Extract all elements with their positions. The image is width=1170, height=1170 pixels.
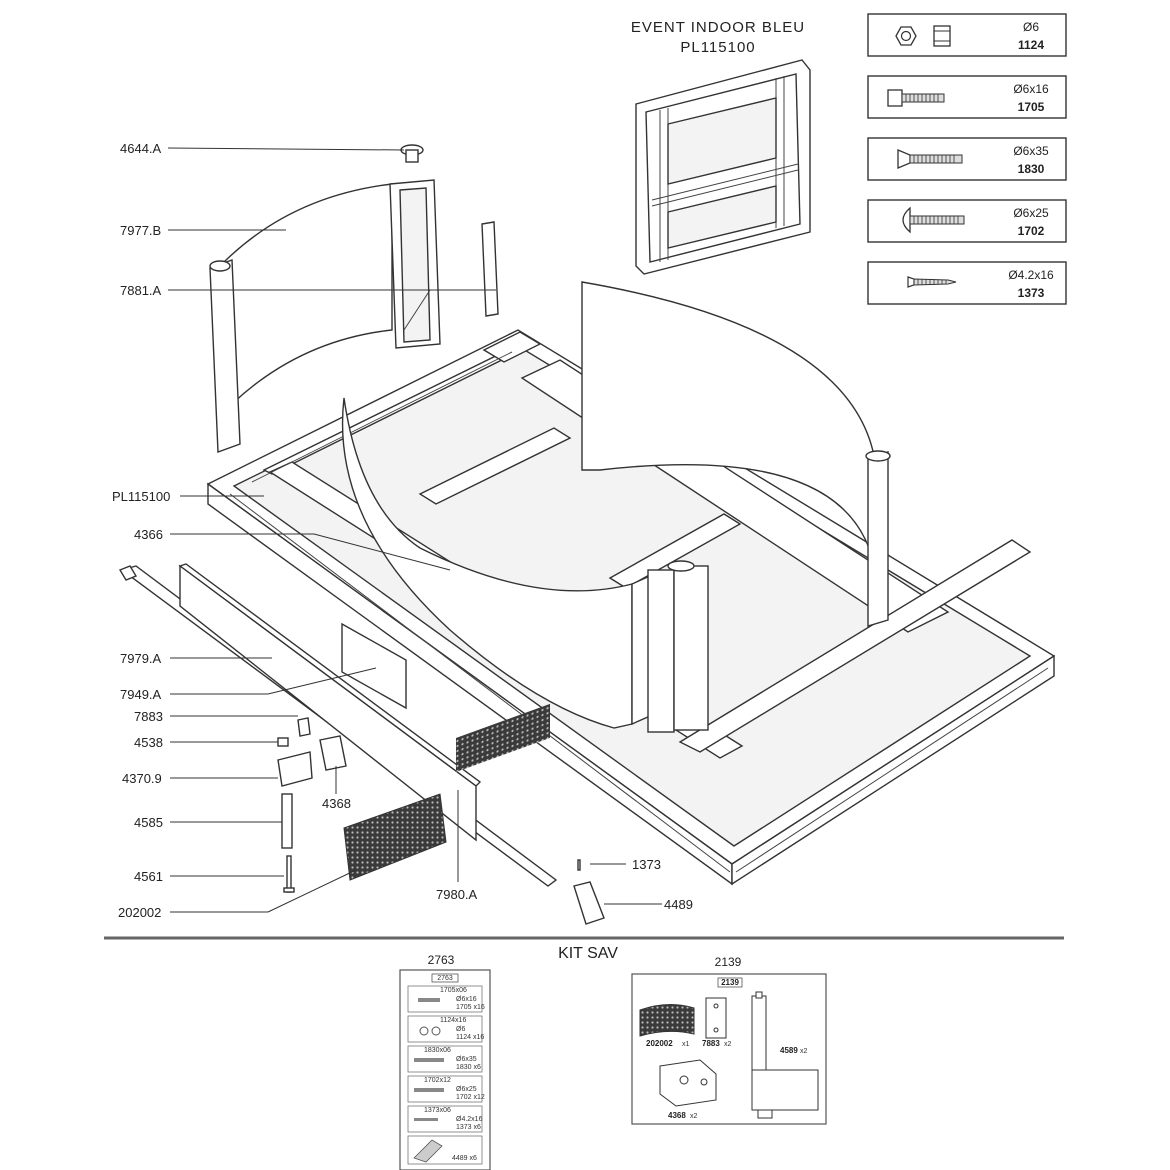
front-board-part: [118, 563, 558, 887]
hardware-size: Ø4.2x16: [1008, 268, 1054, 282]
corner-post-front: [647, 560, 709, 733]
bracket-item-icon: [705, 997, 727, 1039]
kit-item-ref: 202002: [646, 1039, 673, 1048]
angle-bracket-item-icon: [659, 1059, 717, 1107]
part-4370: [277, 751, 313, 787]
product-name: EVENT INDOOR BLEU: [631, 19, 805, 36]
hex-bolt-icon: [887, 89, 945, 107]
hardware-size: Ø6x35: [1013, 144, 1049, 158]
callout-7883: 7883: [134, 709, 163, 724]
hardware-item-nut: Ø6 1124: [867, 13, 1067, 57]
curved-panel-upper: [209, 144, 499, 453]
hardware-size: Ø6: [1023, 20, 1039, 34]
hardware-item-wood-screw: Ø4.2x16 1373: [867, 261, 1067, 305]
hardware-legend: Ø6 1124 Ø6x16 1705 Ø6x35 1830: [867, 13, 1067, 305]
hardware-code: 1830: [1018, 162, 1045, 176]
kit-item-ref: 4368: [668, 1111, 686, 1120]
kit-box-right-number: 2139: [715, 955, 742, 969]
kit-row-size: Ø6x16: [456, 996, 477, 1003]
callout-leaders: [167, 147, 662, 913]
hardware-size: Ø6x16: [1013, 82, 1049, 96]
kit-row-size: Ø4.2x16: [456, 1116, 483, 1123]
part-4489: [573, 881, 605, 925]
callout-4368: 4368: [322, 796, 351, 811]
kit-row-qty: 1124 x16: [456, 1034, 484, 1041]
kit-row-size: Ø6: [456, 1026, 465, 1033]
wood-screw-icon: [907, 276, 957, 288]
curved-wall-back: [581, 281, 891, 627]
mesh-item-icon: [639, 1004, 695, 1037]
hardware-size: Ø6x25: [1013, 206, 1049, 220]
kit-item-qty: x2: [724, 1041, 732, 1048]
window-frame-part: [635, 59, 811, 275]
kit-item-qty: x2: [800, 1048, 808, 1055]
kit-row-tag: 1702x12: [424, 1077, 451, 1084]
kit-row-tag: 1705x06: [440, 987, 467, 994]
hardware-code: 1373: [1018, 286, 1045, 300]
callout-1373: 1373: [632, 857, 661, 872]
hardware-code: 1702: [1018, 224, 1045, 238]
kit-row-qty: 4489 x6: [452, 1155, 477, 1162]
round-head-bolt-icon: [902, 206, 965, 234]
hardware-item-round-bolt: Ø6x25 1702: [867, 199, 1067, 243]
part-1373: [577, 859, 581, 871]
kit-item-qty: x2: [690, 1113, 698, 1120]
part-4538: [277, 737, 289, 747]
kit-row-qty: 1830 x6: [456, 1064, 481, 1071]
callout-4585: 4585: [134, 815, 163, 830]
countersunk-screw-icon: [897, 149, 963, 169]
callout-PL115100: PL115100: [112, 489, 170, 504]
callout-4561: 4561: [134, 869, 163, 884]
small-parts: [277, 717, 605, 925]
hardware-item-countersunk: Ø6x35 1830: [867, 137, 1067, 181]
kit-title: KIT SAV: [558, 945, 618, 962]
kit-row-size: Ø6x35: [456, 1056, 477, 1063]
kit-row-size: Ø6x25: [456, 1086, 477, 1093]
kit-row-tag: 1830x06: [424, 1047, 451, 1054]
kit-item-qty: x1: [682, 1041, 690, 1048]
callout-4366: 4366: [134, 527, 163, 542]
kit-row-tag: 1373x06: [424, 1107, 451, 1114]
callout-4644A: 4644.A: [120, 141, 162, 156]
hardware-item-hex-bolt: Ø6x16 1705: [867, 75, 1067, 119]
callout-7977B: 7977.B: [120, 223, 161, 238]
part-4585: [281, 793, 293, 849]
kit-item-ref: 4589: [780, 1046, 798, 1055]
callout-43709: 4370.9: [122, 771, 162, 786]
hex-nut-icon: [895, 25, 951, 47]
kit-left-header: 2763: [437, 975, 453, 982]
kit-row-qty: 1702 x12: [456, 1094, 485, 1101]
part-4368: [319, 735, 347, 771]
hardware-code: 1705: [1018, 100, 1045, 114]
callout-7949A: 7949.A: [120, 687, 162, 702]
callout-7979A: 7979.A: [120, 651, 162, 666]
callout-4538: 4538: [134, 735, 163, 750]
part-4561: [286, 855, 292, 893]
hardware-code: 1124: [1018, 38, 1044, 52]
kit-row-qty: 1373 x6: [456, 1124, 481, 1131]
kit-box-left: 2763 1705x06 Ø6x16 1705 x16 1124x16 Ø6 1…: [399, 969, 491, 1170]
kit-right-header: 2139: [721, 978, 739, 987]
kit-row-tag: 1124x16: [440, 1017, 466, 1024]
mesh-panel-lower: [343, 793, 447, 881]
mesh-panel-upper: [456, 703, 550, 773]
callout-202002: 202002: [118, 905, 161, 920]
callout-7881A: 7881.A: [120, 283, 162, 298]
callout-labels: 4644.A 7977.B 7881.A PL115100 4366 7979.…: [112, 141, 693, 920]
kit-box-right: 2139 202002 x1 7883 x2 4589 x2 4368 x2: [631, 973, 827, 1125]
callout-4489: 4489: [664, 897, 693, 912]
callout-7980A: 7980.A: [436, 887, 478, 902]
kit-row-qty: 1705 x16: [456, 1004, 485, 1011]
kit-item-ref: 7883: [702, 1039, 720, 1048]
part-7883: [297, 717, 311, 737]
product-ref: PL115100: [680, 39, 755, 56]
kit-box-left-number: 2763: [428, 953, 455, 967]
post-item-icon: [751, 991, 819, 1119]
